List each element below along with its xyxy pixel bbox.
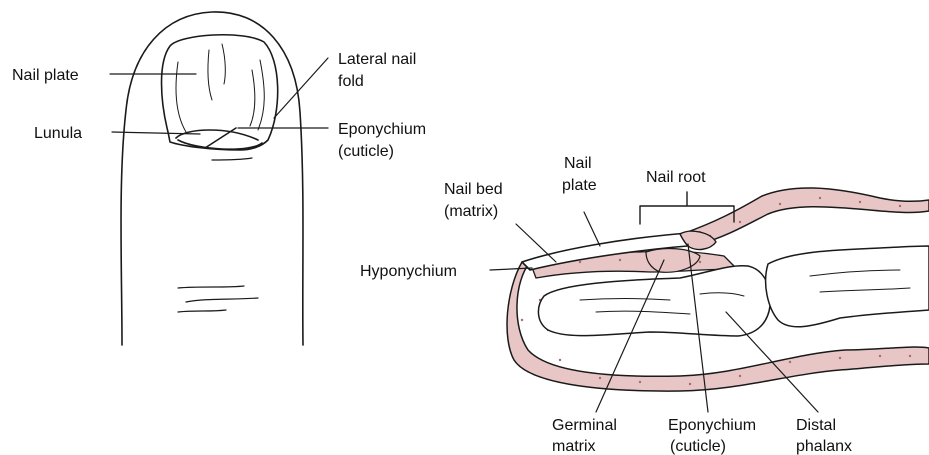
leader-line-nail-plate-section bbox=[584, 212, 600, 246]
leader-line-nail-bed bbox=[516, 224, 556, 262]
finger-outline bbox=[121, 12, 303, 345]
leader-line-lateral-fold bbox=[274, 58, 328, 118]
label-lunula: Lunula bbox=[34, 125, 82, 142]
knuckle-crease bbox=[178, 310, 226, 312]
label-nail-plate: Nail plate bbox=[12, 67, 79, 84]
nail-striation bbox=[258, 60, 264, 130]
skin-crease bbox=[212, 158, 252, 160]
middle-phalanx-bone bbox=[766, 246, 929, 327]
labels: Nail plate Lunula Lateral nail fold Epon… bbox=[12, 51, 852, 455]
distal-phalanx-bone bbox=[538, 266, 770, 336]
label-lateral-nail-fold-2: fold bbox=[338, 73, 364, 90]
fingertip-top-view bbox=[110, 12, 328, 345]
nail-striation bbox=[222, 44, 225, 84]
label-nail-root: Nail root bbox=[646, 169, 706, 186]
label-germinal-matrix-1: Germinal bbox=[552, 417, 617, 434]
label-hyponychium: Hyponychium bbox=[360, 263, 457, 280]
label-nail-bed-1: Nail bed bbox=[444, 181, 503, 198]
label-nail-bed-2: (matrix) bbox=[444, 203, 498, 220]
label-eponychium-section-2: (cuticle) bbox=[670, 438, 726, 455]
label-eponychium-top-1: Eponychium bbox=[338, 121, 426, 138]
knuckle-crease bbox=[186, 298, 258, 302]
label-eponychium-top-2: (cuticle) bbox=[338, 143, 394, 160]
label-distal-phalanx-1: Distal bbox=[796, 417, 836, 434]
fingertip-section-view bbox=[490, 188, 929, 412]
label-distal-phalanx-2: phalanx bbox=[796, 438, 852, 455]
nail-striation bbox=[250, 70, 255, 126]
nail-plate-outline bbox=[162, 35, 278, 150]
label-nail-plate-section-1: Nail bbox=[564, 155, 592, 172]
label-germinal-matrix-2: matrix bbox=[552, 438, 596, 455]
lateral-fold-curve bbox=[178, 140, 262, 149]
label-eponychium-section-1: Eponychium bbox=[668, 417, 756, 434]
label-nail-plate-section-2: plate bbox=[562, 177, 597, 194]
nail-striation bbox=[176, 62, 186, 132]
lunula-curve bbox=[176, 130, 258, 140]
knuckle-crease bbox=[178, 286, 244, 288]
dorsal-skin-layer bbox=[682, 188, 929, 244]
nail-striation bbox=[208, 50, 212, 100]
label-lateral-nail-fold-1: Lateral nail bbox=[338, 51, 416, 68]
